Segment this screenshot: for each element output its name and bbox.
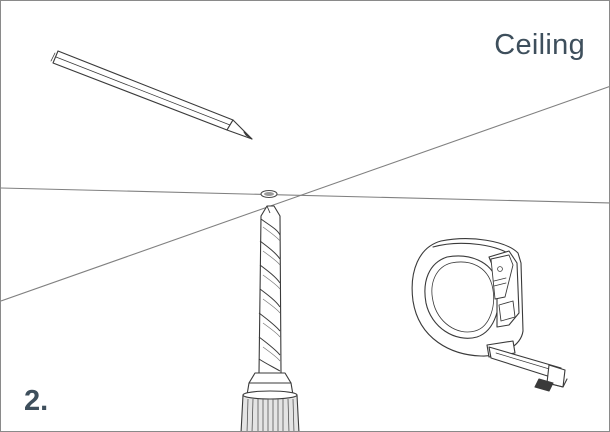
drill-bit-icon: [258, 205, 282, 374]
drill-chuck-icon: [240, 372, 300, 431]
step-number: 2.: [24, 385, 49, 417]
guide-line-left-to-right: [1, 187, 609, 204]
pencil-icon: [50, 50, 253, 140]
surface-label: Ceiling: [494, 29, 585, 61]
center-mark-icon: [260, 189, 278, 199]
guide-line-lower-left-to-upper-right: [1, 86, 609, 302]
diagonal-guide-lines: [1, 86, 609, 302]
tape-measure-icon: [411, 238, 568, 392]
